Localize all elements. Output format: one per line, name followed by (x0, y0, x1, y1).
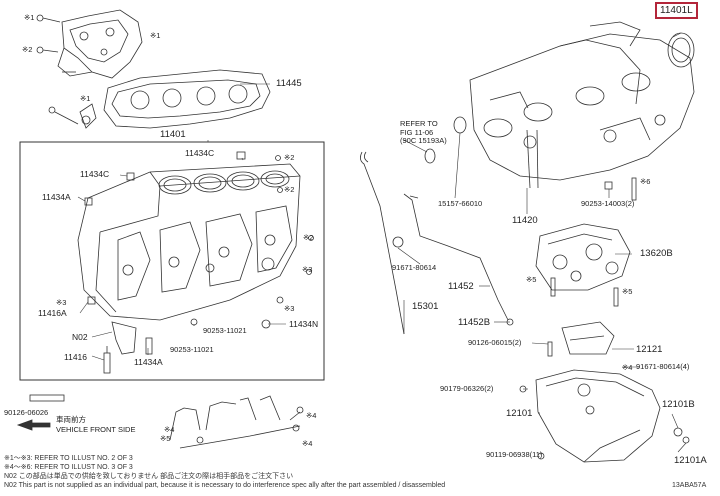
refer-note[interactable]: REFER TO FIG 11-06 (90C 15193A) (400, 119, 447, 146)
marker-x4-pipe-bottom: ※4 (302, 439, 313, 448)
part-label-90253-11021-a[interactable]: 90253-11021 (203, 326, 247, 335)
marker-x5-pipe: ※5 (160, 434, 171, 443)
marker-x4-strainer: ※4 (622, 363, 633, 372)
refer-line-3: (90C 15193A) (400, 136, 447, 146)
part-label-11434C-left[interactable]: 11434C (80, 169, 110, 179)
part-label-15157-66010[interactable]: 15157-66010 (438, 199, 483, 208)
refer-line-2: FIG 11-06 (400, 127, 434, 137)
marker-x2-block-right: ※2 (284, 185, 295, 194)
marker-x4-pipe-right: ※4 (306, 411, 317, 420)
engine-mount-bracket-drawing (57, 9, 143, 79)
footnote-3: N02 この部品は単品での供給を致しておりません 部品ご注文の際は相手部品をご注… (4, 473, 294, 480)
part-label-11434A-left[interactable]: 11434A (42, 192, 71, 202)
part-label-12101A[interactable]: 12101A (674, 455, 707, 466)
part-label-90126-06026[interactable]: 90126-06026 (4, 408, 49, 417)
marker-x1-top: ※1 (24, 13, 35, 22)
vehicle-front-label-en: VEHICLE FRONT SIDE (56, 425, 136, 434)
oil-level-gauge-drawing (360, 151, 405, 335)
refer-line-1: REFER TO (400, 119, 438, 128)
oil-pipe-drawing (169, 395, 304, 449)
part-label-90179-06326[interactable]: 90179-06326(2) (440, 384, 494, 393)
oil-pan-12101-drawing (519, 369, 661, 463)
oil-pump-13620B-drawing (535, 223, 631, 307)
part-label-N02[interactable]: N02 (72, 332, 88, 342)
footnote-2: ※4～※6: REFER TO ILLUST NO. 3 OF 3 (4, 464, 133, 471)
part-label-91671-80614-4[interactable]: 91671-80614(4) (636, 362, 690, 371)
leader-lines (77, 32, 687, 455)
marker-x1-bracket: ※1 (150, 31, 161, 40)
crankcase-11420-drawing (469, 21, 695, 181)
oil-strainer-drawing (547, 321, 615, 357)
part-label-11445[interactable]: 11445 (276, 78, 302, 89)
part-label-11434C-top[interactable]: 11434C (185, 148, 215, 158)
part-label-90119-06938[interactable]: 90119-06938(11) (486, 450, 543, 459)
oil-level-gauge-guide-drawing (392, 193, 514, 326)
part-label-91671-80614[interactable]: 91671-80614 (392, 263, 437, 272)
marker-x4-pipe-left: ※4 (164, 425, 175, 434)
part-label-90253-14003[interactable]: 90253-14003(2) (581, 199, 635, 208)
marker-x5-pump-left: ※5 (526, 275, 537, 284)
gasket-11445-drawing (103, 69, 271, 129)
part-label-15301[interactable]: 15301 (412, 301, 439, 312)
vehicle-front-arrow-drawing (16, 419, 51, 431)
footnote-1: ※1～※3: REFER TO ILLUST NO. 2 OF 3 (4, 455, 133, 462)
marker-x6-bolt: ※6 (640, 177, 651, 186)
marker-x3-plug: ※3 (284, 304, 295, 313)
cylinder-block-drawing (77, 163, 301, 321)
crankcase-bolts-drawing (526, 129, 637, 201)
bolt-drawings (36, 14, 97, 129)
part-label-11416[interactable]: 11416 (64, 352, 88, 362)
marker-x2-block-top: ※2 (284, 153, 295, 162)
part-label-13620B[interactable]: 13620B (640, 248, 673, 259)
part-label-90253-11021-b[interactable]: 90253-11021 (170, 345, 214, 354)
highlighted-part-number[interactable]: 11401L (655, 2, 698, 19)
part-label-11452B[interactable]: 11452B (458, 317, 491, 328)
o-ring-drawing (453, 116, 467, 134)
drain-plug-drawing (673, 427, 690, 444)
stud-bolt-drawing (29, 394, 65, 402)
part-label-90126-06015[interactable]: 90126-06015(2) (468, 338, 522, 347)
cylinder-block-frame (19, 141, 325, 381)
illustration-code: 13ABA57A (672, 482, 707, 489)
marker-x3-block-right: ※3 (302, 265, 313, 274)
part-label-12101B[interactable]: 12101B (662, 399, 695, 410)
marker-x2-left: ※2 (22, 45, 33, 54)
part-label-11434A-bottom[interactable]: 11434A (134, 357, 163, 367)
part-label-11452[interactable]: 11452 (448, 281, 474, 292)
marker-x3-left: ※3 (56, 298, 67, 307)
footnote-4: N02 This part is not supplied as an indi… (4, 482, 446, 489)
part-label-12101[interactable]: 12101 (506, 408, 533, 419)
plug-ring-drawing (424, 148, 436, 164)
part-label-11401[interactable]: 11401 (160, 129, 186, 140)
marker-x5-pump-right: ※5 (622, 287, 633, 296)
oil-seal-11401L-drawing (667, 32, 695, 68)
part-label-11434N[interactable]: 11434N (289, 319, 319, 329)
marker-x2-block-mid: ※2 (303, 233, 314, 242)
part-label-11416A[interactable]: 11416A (38, 308, 67, 318)
marker-x1-bolt: ※1 (80, 94, 91, 103)
part-label-11420[interactable]: 11420 (512, 215, 538, 226)
vehicle-front-label-jp: 車両前方 (56, 415, 86, 424)
part-label-12121[interactable]: 12121 (636, 344, 663, 355)
